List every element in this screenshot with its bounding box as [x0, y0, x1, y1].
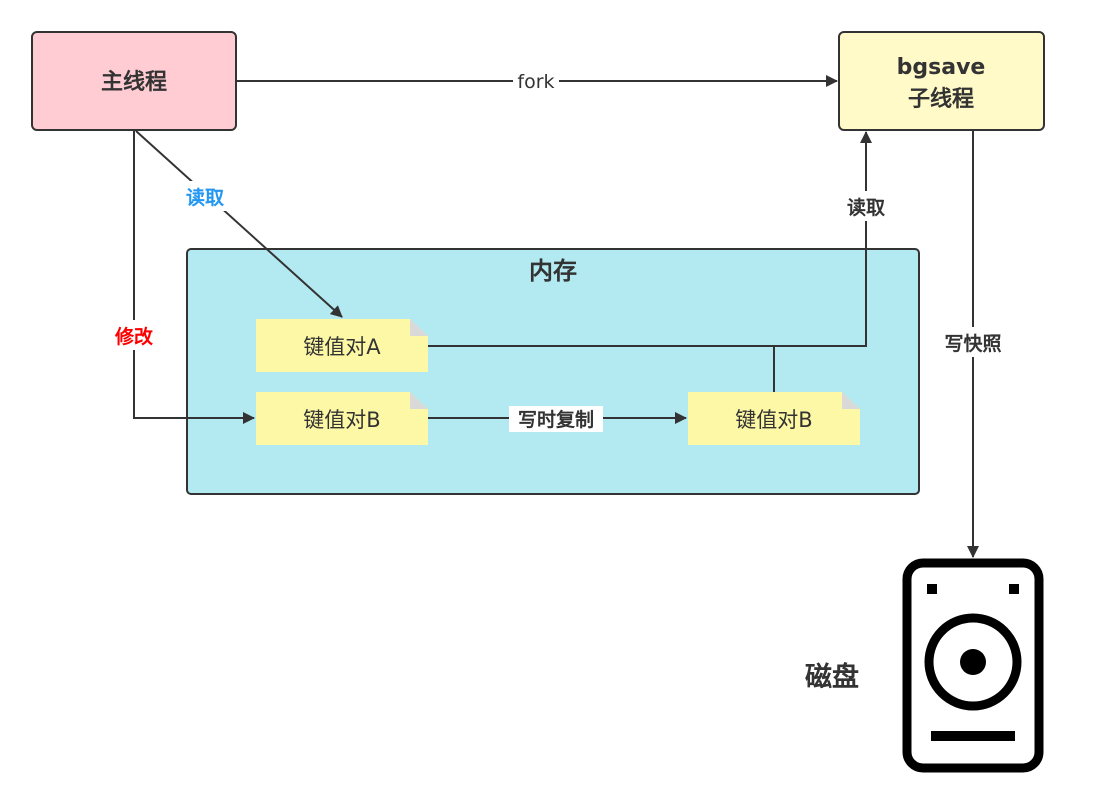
- speaker-disk-icon: [902, 558, 1044, 773]
- kv-a-fold: [410, 319, 428, 336]
- kv-a-note: [256, 319, 428, 372]
- copy-on-write-label-bg: [509, 406, 603, 432]
- fork-label-bg: [513, 70, 559, 92]
- bgsave-read-label: 读取: [847, 196, 885, 219]
- memory-label: 内存: [529, 257, 577, 285]
- main-modify-label-bg: [108, 320, 160, 350]
- bgsave-label-line1: bgsave: [897, 55, 986, 80]
- write-snapshot-label-bg: [936, 327, 1010, 357]
- kv-b-copy-note: [688, 392, 860, 445]
- bgsave-read-label-bg: [838, 191, 894, 221]
- kv-b-note: [256, 392, 428, 445]
- kv-b-copy-label: 键值对B: [735, 408, 812, 432]
- kv-b-copy-fold: [842, 392, 860, 409]
- main-read-arrow: [135, 130, 343, 318]
- copy-on-write-label: 写时复制: [518, 408, 594, 431]
- kv-b-fold: [410, 392, 428, 409]
- main-modify-arrow: [133, 131, 255, 424]
- main-read-label: 读取: [186, 186, 224, 209]
- disk-label: 磁盘: [805, 661, 859, 693]
- bgsave-label-line2: 子线程: [908, 86, 974, 112]
- main-modify-label: 修改: [114, 325, 154, 348]
- kv-a-label: 键值对A: [303, 335, 381, 359]
- fork-label: fork: [517, 71, 554, 93]
- bgsave-node: [838, 31, 1045, 131]
- kv-b-label: 键值对B: [303, 408, 380, 432]
- main-thread-label: 主线程: [101, 69, 167, 95]
- main-read-label-bg: [178, 181, 230, 211]
- write-snapshot-label: 写快照: [944, 332, 1001, 355]
